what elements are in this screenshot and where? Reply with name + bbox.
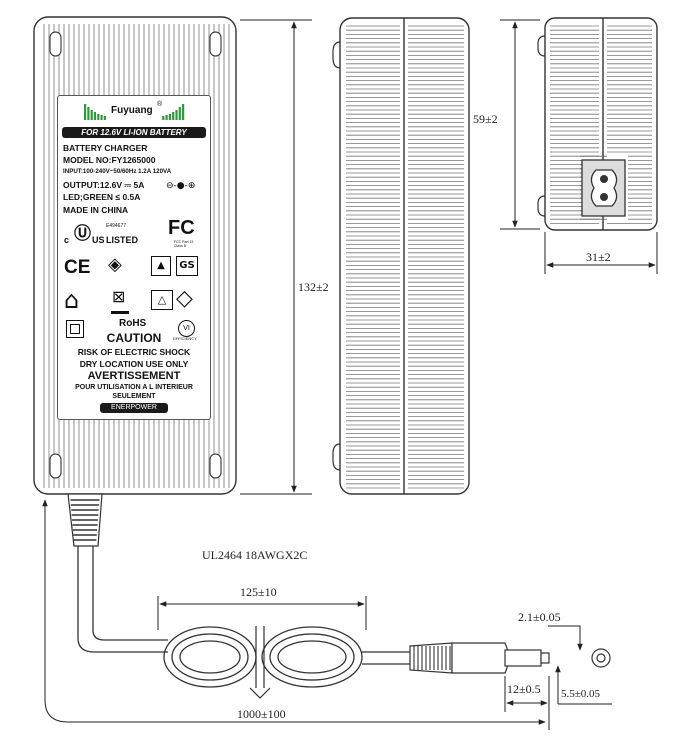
product-line: BATTERY CHARGER: [63, 143, 148, 153]
mount-slot-tl: [49, 31, 62, 57]
fr-line1: POUR UTILISATION A L INTERIEUR: [75, 384, 193, 391]
mount-slot-br: [209, 453, 222, 479]
efficiency-badge: VI: [178, 320, 195, 337]
mount-slot-tr: [209, 31, 222, 57]
ul-c: c: [64, 235, 70, 245]
fcc-note: FCC Part 15 Class B: [174, 240, 194, 248]
brand-logo: [84, 104, 185, 120]
dim-height-label: 132±2: [298, 280, 329, 294]
ce-mark-icon: CE: [64, 257, 91, 278]
polarity-icon: ⊖-●-⊕: [166, 181, 196, 191]
dim-side-height-label: 59±2: [473, 112, 498, 126]
led-line: LED;GREEN ≤ 0.5A: [63, 192, 141, 202]
dimension-lines: [42, 19, 658, 730]
caution-text: CAUTION: [106, 331, 162, 345]
dry-text: DRY LOCATION USE ONLY: [79, 359, 189, 369]
pse-triangle-icon: △: [151, 290, 173, 310]
output-line: OUTPUT:12.6V ⎓ 5A: [63, 180, 145, 190]
charger-side-view: [332, 17, 470, 495]
dim-pin-inner-label: 2.1±0.05: [518, 610, 561, 624]
weee-bin-icon: ⊠: [112, 287, 126, 306]
dim-side-width-label: 31±2: [586, 250, 611, 264]
shock-text: RISK OF ELECTRIC SHOCK: [77, 347, 191, 357]
saa-mark-icon: ▲: [151, 256, 171, 276]
brand-name: Fuyuang: [111, 105, 153, 116]
weee-bar: [111, 311, 129, 314]
avertissement-text: AVERTISSEMENT: [87, 370, 181, 382]
fr-line2: SEULEMENT: [112, 393, 156, 400]
rcm-mark-icon: ◈: [108, 254, 122, 275]
fcc-logo-icon: FC: [168, 217, 195, 239]
cable: [77, 546, 410, 699]
ul-listed: LISTED: [106, 235, 139, 245]
strain-relief: [67, 493, 103, 547]
ul-us: US: [92, 235, 105, 245]
dim-pin-outer-label: 5.5±0.05: [561, 688, 601, 700]
dim-coil-label: 125±10: [240, 585, 277, 599]
efficiency-level: VI: [183, 324, 190, 332]
dim-plug-length-label: 12±0.5: [507, 682, 541, 696]
product-label: Fuyuang ® FOR 12.6V LI-ION BATTERY BATTE…: [57, 95, 211, 420]
dim-cable-length-label: 1000±100: [237, 707, 286, 721]
model-line: MODEL NO:FY1265000: [63, 155, 156, 165]
double-insulation-icon: [66, 320, 84, 338]
ul-file: E494677: [106, 223, 127, 229]
cable-spec-label: UL2464 18AWGX2C: [202, 548, 308, 562]
maker-bar: ENERPOWER: [100, 403, 168, 413]
efficiency-text: EFFICIENCY: [173, 336, 197, 341]
mount-slot-bl: [49, 453, 62, 479]
rohs-text: RoHS: [119, 318, 147, 329]
pse-diamond-icon: ◇: [176, 286, 193, 311]
indoor-use-icon: ⌂: [64, 286, 80, 314]
brand-mark: ®: [157, 101, 163, 108]
cable-coil: [163, 626, 363, 688]
ul-mark-icon: Ⓤ: [74, 224, 91, 244]
charger-end-view: [537, 17, 658, 231]
origin-line: MADE IN CHINA: [63, 205, 129, 215]
gs-mark-icon: GS: [176, 256, 198, 276]
input-line: INPUT:100-240V~50/60Hz 1.2A 120VA: [63, 168, 172, 175]
battery-type-bar: FOR 12.6V LI-ION BATTERY: [62, 127, 206, 138]
